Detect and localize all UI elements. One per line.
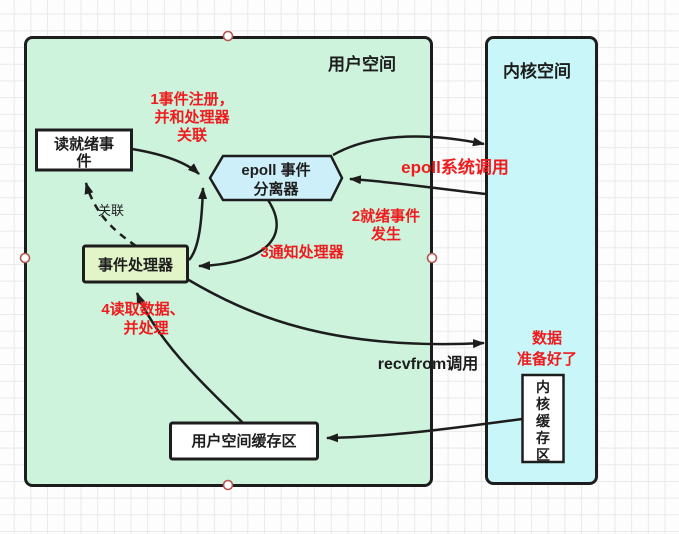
- epoll-demultiplexer-label-line1: epoll 事件: [241, 161, 310, 179]
- user-space-buffer-node[interactable]: [169, 421, 319, 461]
- event-handler-node[interactable]: [82, 244, 189, 284]
- read-ready-event-label-line2: 件: [76, 152, 91, 170]
- kernel-buffer-node[interactable]: [521, 373, 565, 464]
- edge-readyevent-to-demultiplexer[interactable]: [131, 147, 200, 175]
- edge-association-dashed[interactable]: [84, 182, 137, 248]
- edge-demultiplexer-to-kernel[interactable]: [332, 135, 485, 157]
- association-edge-label: 关联: [98, 203, 124, 218]
- step4-read-label-line1: 4读取数据、: [101, 300, 184, 318]
- step2-ready-label-line1: 2就绪事件: [352, 207, 420, 225]
- step1-register-label-line2: 并和处理器: [154, 108, 230, 126]
- recvfrom-call-label: recvfrom调用: [378, 355, 478, 373]
- event-handler-label: 事件处理器: [98, 256, 174, 274]
- selection-handle-bottom[interactable]: [222, 479, 234, 491]
- kernel-space-panel[interactable]: [485, 36, 598, 485]
- edge-handler-to-kernel-recvfrom[interactable]: [186, 277, 485, 349]
- step2-ready-label-line2: 发生: [370, 225, 401, 243]
- kernel-space-panel-title: 内核空间: [503, 61, 571, 81]
- edge-kernel-to-demultiplexer[interactable]: [349, 175, 487, 196]
- edge-handler-to-demultiplexer[interactable]: [188, 187, 208, 261]
- kernel-buffer-char4: 存: [536, 430, 550, 446]
- data-ready-label-line1: 数据: [532, 329, 562, 347]
- edge-demultiplexer-to-handler[interactable]: [198, 199, 278, 271]
- user-space-buffer-label: 用户空间缓存区: [191, 432, 296, 450]
- kernel-buffer-char1: 内: [536, 379, 550, 395]
- epoll-demultiplexer-label-line2: 分离器: [253, 180, 299, 198]
- step4-read-label-line2: 并处理: [123, 319, 168, 337]
- user-space-panel-title: 用户空间: [328, 54, 396, 74]
- selection-handle-right[interactable]: [426, 252, 438, 264]
- edge-kernelbuffer-to-userbuffer[interactable]: [326, 417, 523, 443]
- selection-handle-top[interactable]: [222, 30, 234, 42]
- kernel-buffer-char2: 核: [536, 396, 550, 412]
- step1-register-label-line3: 关联: [177, 126, 208, 144]
- step3-notify-label: 3通知处理器: [260, 243, 344, 261]
- kernel-buffer-char3: 缓: [536, 413, 551, 429]
- epoll-syscall-label: epoll系统调用: [401, 157, 509, 177]
- epoll-demultiplexer-node[interactable]: [208, 154, 344, 202]
- selection-handle-left[interactable]: [19, 252, 31, 264]
- edge-userbuffer-to-handler[interactable]: [135, 292, 244, 424]
- read-ready-event-label-line1: 读就绪事: [54, 135, 114, 153]
- step1-register-label-line1: 1事件注册，: [150, 90, 233, 108]
- data-ready-label-line2: 准备好了: [517, 350, 577, 368]
- kernel-buffer-char5: 区: [536, 447, 550, 463]
- read-ready-event-node[interactable]: [35, 128, 133, 172]
